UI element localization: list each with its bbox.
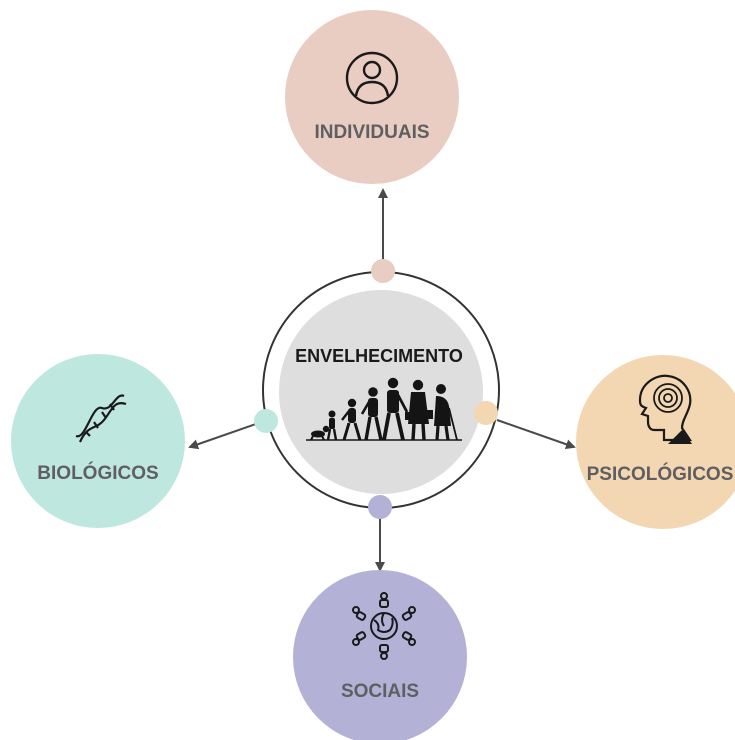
center-label: ENVELHECIMENTO bbox=[295, 346, 463, 366]
human-aging-stages-icon bbox=[306, 377, 462, 441]
node-psicologicos-circle bbox=[576, 355, 735, 529]
node-biologicos-label: BIOLÓGICOS bbox=[37, 462, 158, 484]
center-node: ENVELHECIMENTO bbox=[262, 271, 500, 509]
node-sociais: SOCIAIS bbox=[293, 570, 467, 740]
node-psicologicos-label: PSICOLÓGICOS bbox=[587, 463, 734, 485]
node-sociais-label: SOCIAIS bbox=[341, 681, 419, 702]
dna-icon bbox=[75, 394, 127, 443]
center-inner-circle bbox=[279, 290, 483, 494]
node-biologicos: BIOLÓGICOS bbox=[11, 354, 185, 528]
connector-dot-individuais bbox=[371, 259, 395, 283]
person-icon bbox=[345, 51, 399, 105]
node-individuais-label: INDIVIDUAIS bbox=[314, 122, 429, 143]
node-individuais-circle bbox=[285, 10, 459, 184]
node-biologicos-circle bbox=[11, 354, 185, 528]
node-individuais: INDIVIDUAIS bbox=[285, 10, 459, 184]
head-spiral-icon bbox=[638, 374, 693, 444]
arrow-to-biologicos bbox=[188, 423, 257, 450]
connector-dots bbox=[254, 259, 498, 519]
connector-dot-psicologicos bbox=[474, 401, 498, 425]
connector-dot-sociais bbox=[368, 495, 392, 519]
connector-dot-biologicos bbox=[254, 409, 278, 433]
arrow-to-psicologicos bbox=[496, 419, 576, 450]
node-sociais-circle bbox=[293, 570, 467, 740]
social-network-globe-icon bbox=[352, 592, 416, 660]
node-psicologicos: PSICOLÓGICOS bbox=[576, 355, 735, 529]
arrows bbox=[188, 188, 576, 572]
